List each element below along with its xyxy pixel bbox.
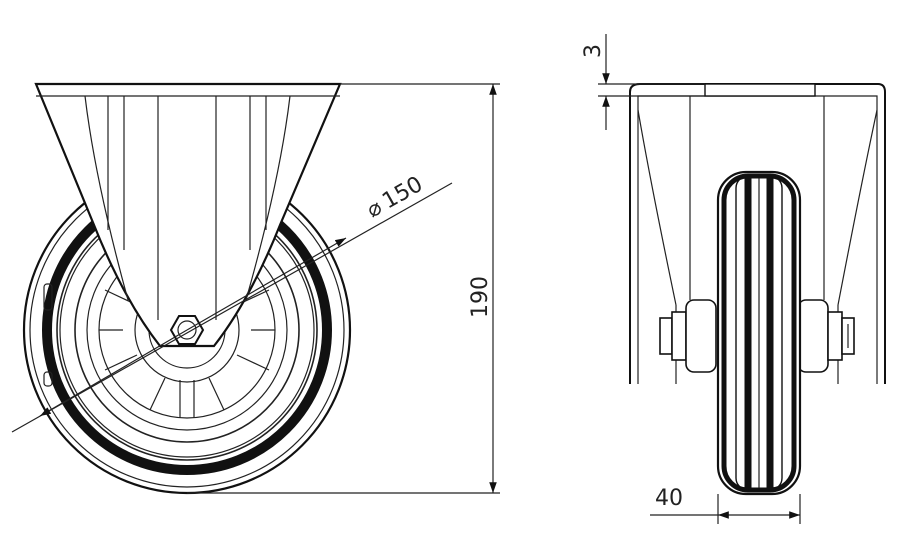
width-dimension: 40 xyxy=(650,486,801,524)
width-label: 40 xyxy=(655,486,683,511)
side-view: 3 40 xyxy=(581,34,886,524)
front-view: ⌀ 150 190 xyxy=(11,82,500,495)
wheel-side xyxy=(716,170,802,496)
height-dimension: 190 xyxy=(187,83,500,494)
plate-thickness-dimension: 3 xyxy=(581,34,705,130)
fork-bracket-front xyxy=(34,82,342,348)
axle-side xyxy=(659,299,855,373)
height-label: 190 xyxy=(468,276,493,318)
plate-thickness-label: 3 xyxy=(581,44,606,58)
wheel-spokes xyxy=(99,289,275,418)
diameter-label: 150 xyxy=(378,172,427,214)
